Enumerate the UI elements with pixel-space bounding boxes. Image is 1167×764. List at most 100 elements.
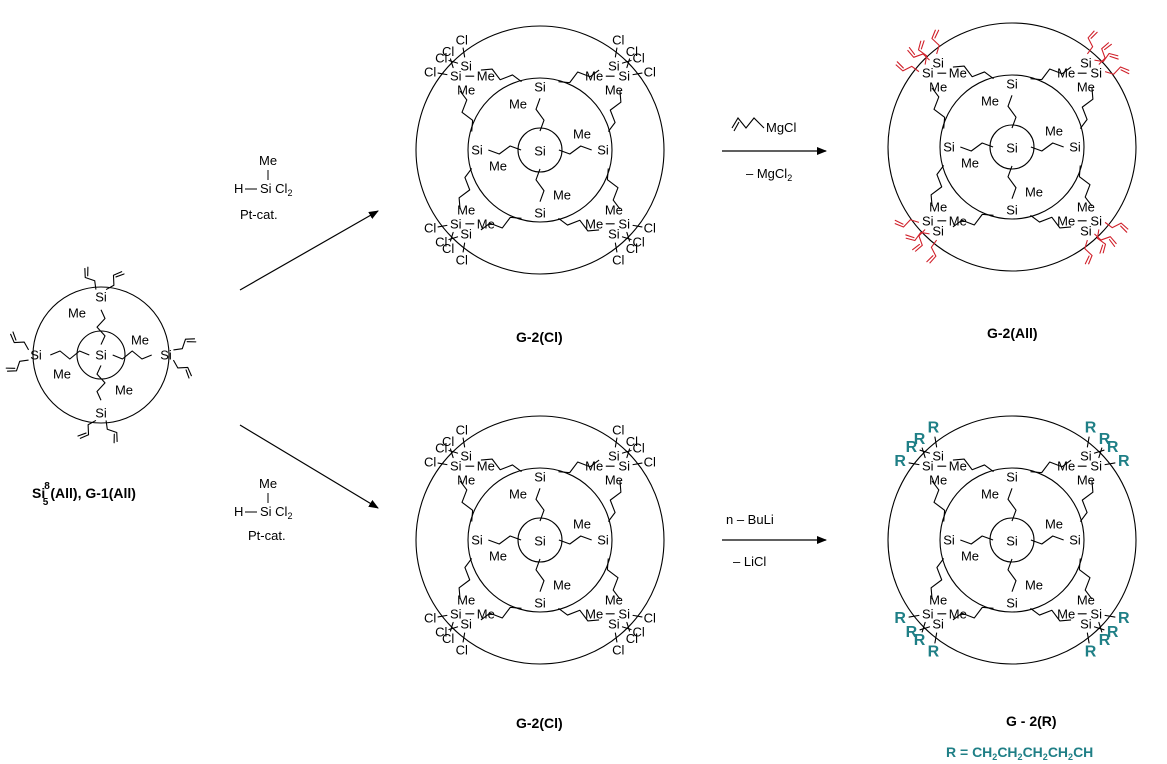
methyl-group: Me <box>489 159 507 174</box>
propyl-chain <box>535 488 545 522</box>
si-cl-bond <box>449 448 454 459</box>
si-r-bond <box>934 632 938 644</box>
propyl-chain <box>96 309 106 345</box>
allyl-group <box>105 270 123 291</box>
propyl-chain <box>607 480 622 522</box>
chlorine-atom: Cl <box>456 423 468 438</box>
silicon-atom: Si <box>1006 77 1018 92</box>
allyl-double-bond <box>1109 55 1119 60</box>
si-cl-bond <box>437 224 448 228</box>
si-r-bond <box>1093 626 1105 631</box>
chlorine-atom: Cl <box>424 221 436 236</box>
silicon-atom: Si <box>922 213 934 228</box>
methyl-group: Me <box>585 216 603 231</box>
methyl-group: Me <box>1057 606 1075 621</box>
methyl-group: Me <box>489 549 507 564</box>
propyl-chain <box>952 458 994 473</box>
si-cl-bond <box>448 449 459 454</box>
outer-shell-ring <box>887 415 1137 665</box>
si-r-bond <box>921 447 926 459</box>
methyl-group: Me <box>1045 124 1063 139</box>
propyl-chain <box>606 558 621 600</box>
silicon-atom: Si <box>30 348 42 363</box>
chlorine-atom: Cl <box>644 454 656 469</box>
si-cl-bond <box>614 47 618 58</box>
si-r-bond <box>1098 447 1103 459</box>
outer-shell-ring <box>415 25 665 275</box>
silicon-atom: Si <box>95 406 107 421</box>
arrow-hydrosilylation-bottom <box>239 424 379 509</box>
svg-text:Me: Me <box>259 476 277 491</box>
chlorine-atom: Cl <box>456 642 468 657</box>
methyl-group: Me <box>605 593 623 608</box>
allyl-group <box>931 29 940 55</box>
silicon-atom: Si <box>534 80 546 95</box>
si-cl-bond <box>448 59 459 64</box>
propyl-chain <box>952 65 994 80</box>
propyl-chain <box>952 213 994 228</box>
methyl-group: Me <box>509 487 527 502</box>
r-group: R <box>1085 643 1097 660</box>
chlorine-atom: Cl <box>644 611 656 626</box>
chlorine-atom: Cl <box>626 434 638 449</box>
silicon-atom: Si <box>1006 596 1018 611</box>
chlorine-atom: Cl <box>435 51 447 66</box>
chlorine-atom: Cl <box>644 64 656 79</box>
si-r-bond <box>1104 462 1116 466</box>
si-r-bond <box>1086 436 1090 448</box>
allyl-group <box>917 40 928 65</box>
si-r-bond <box>908 614 920 618</box>
propyl-chain <box>458 558 473 600</box>
svg-text:H: H <box>234 181 243 196</box>
propyl-chain <box>459 90 474 132</box>
silicon-atom: Si <box>460 58 472 73</box>
silicon-atom: Si <box>1069 533 1081 548</box>
propyl-chain <box>1030 214 1072 229</box>
svg-text:Pt-cat.: Pt-cat. <box>240 207 278 222</box>
methyl-group: Me <box>509 97 527 112</box>
allyl-group <box>7 359 29 372</box>
propyl-chain <box>1007 488 1017 522</box>
propyl-chain <box>1030 66 1072 81</box>
si-r-bond <box>1093 449 1105 454</box>
label-g2-cl-top: G-2(Cl) <box>516 329 563 345</box>
methyl-group: Me <box>553 578 571 593</box>
propyl-chain <box>1007 165 1017 199</box>
allyl-double-bond <box>934 29 940 39</box>
methyl-group: Me <box>605 203 623 218</box>
propyl-chain <box>480 68 522 83</box>
r-group: R <box>1099 632 1111 649</box>
si-cl-bond <box>462 242 466 253</box>
r-group: R <box>1107 439 1119 456</box>
propyl-chain <box>1078 558 1093 600</box>
chlorine-atom: Cl <box>442 44 454 59</box>
chlorine-atom: Cl <box>626 44 638 59</box>
middle-shell-ring <box>467 77 613 223</box>
core-silicon-atom: Si <box>534 534 546 549</box>
methyl-group: Me <box>1077 79 1095 94</box>
label-g2-allyl: G-2(All) <box>987 325 1038 341</box>
propyl-chain <box>931 87 946 129</box>
outer-shell-ring <box>415 415 665 665</box>
propyl-chain <box>606 168 621 210</box>
si-cl-bond <box>621 449 632 454</box>
core-ring <box>517 517 563 563</box>
silicon-atom: Si <box>932 617 944 632</box>
silicon-atom: Si <box>608 227 620 242</box>
middle-shell-ring <box>939 467 1085 613</box>
methyl-group: Me <box>1057 66 1075 81</box>
silicon-atom: Si <box>95 290 107 305</box>
allyl-double-bond <box>905 234 915 239</box>
silicon-atom: Si <box>597 533 609 548</box>
allyl-double-bond <box>77 432 87 437</box>
si-cl-bond <box>614 632 618 643</box>
svg-text:Me: Me <box>259 153 277 168</box>
label-g2-cl-bottom: G-2(Cl) <box>516 715 563 731</box>
methyl-group: Me <box>585 606 603 621</box>
silicon-atom: Si <box>597 143 609 158</box>
svg-text:n – BuLi: n – BuLi <box>726 512 774 527</box>
allyl-group <box>1098 42 1110 65</box>
chlorine-atom: Cl <box>424 64 436 79</box>
r-group: R <box>906 624 918 641</box>
